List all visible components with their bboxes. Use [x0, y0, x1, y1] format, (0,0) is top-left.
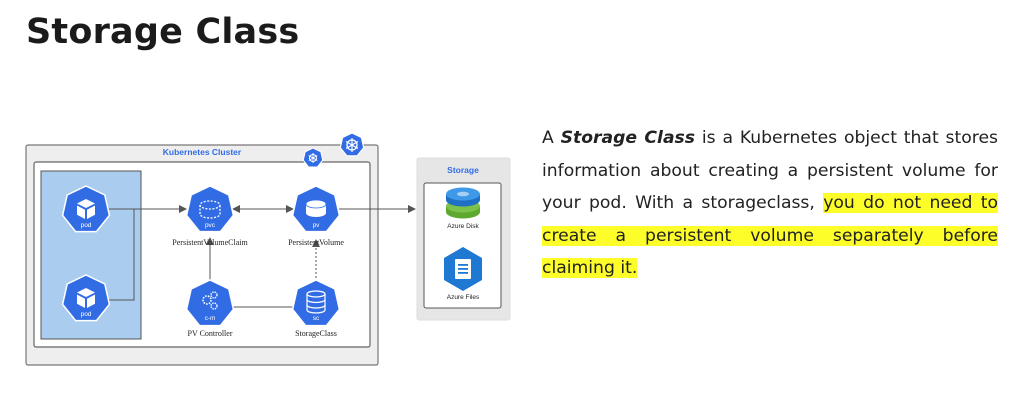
svg-text:pv: pv: [313, 222, 321, 229]
connector-pod-bottom-to-pvc: [108, 209, 135, 301]
cluster-label: Kubernetes Cluster: [163, 147, 242, 157]
storage-label: Storage: [447, 165, 479, 175]
description-bold-term: Storage Class: [560, 128, 696, 148]
namespace-icon: [302, 147, 324, 168]
svg-text:pvc: pvc: [205, 222, 216, 229]
azure-disk-label: Azure Disk: [447, 223, 479, 230]
description-prefix: A: [542, 128, 561, 148]
description-middle: is a Kubernetes object that stores infor…: [542, 128, 998, 214]
svg-text:pod: pod: [81, 222, 92, 229]
svg-text:c-m: c-m: [205, 315, 216, 322]
storage-class-label: StorageClass: [295, 329, 337, 338]
description-paragraph: A Storage Class is a Kubernetes object t…: [542, 122, 999, 285]
svg-text:sc: sc: [313, 315, 320, 322]
pod-top-icon: pod: [61, 185, 111, 233]
azure-disk-icon: [446, 187, 480, 219]
controller-manager-icon: c-m: [185, 279, 235, 327]
pv-label: PersistentVolume: [288, 238, 344, 247]
azure-files-label: Azure Files: [447, 294, 480, 301]
pvc-label: PersistentVolumeClaim: [172, 238, 248, 247]
azure-files-icon: [444, 247, 482, 291]
pvc-icon: pvc: [185, 185, 235, 233]
pod-bottom-icon: pod: [61, 274, 111, 322]
pv-controller-label: PV Controller: [188, 329, 233, 338]
pv-icon: pv: [291, 185, 341, 233]
page-title: Storage Class: [26, 12, 300, 52]
kubernetes-logo-icon: [339, 132, 365, 157]
storage-class-icon: sc: [291, 279, 341, 327]
svg-text:pod: pod: [81, 311, 92, 318]
